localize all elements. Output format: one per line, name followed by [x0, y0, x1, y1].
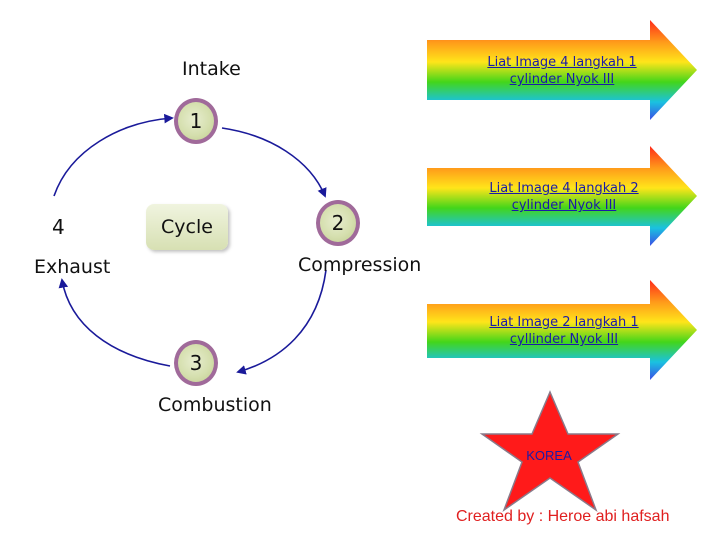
arc-1-to-2: [221, 127, 327, 198]
link-arrow-2[interactable]: Liat Image 4 langkah 2 cylinder Nyok III: [464, 180, 664, 214]
link-arrow-1-line1: Liat Image 4 langkah 1: [487, 55, 637, 70]
stroke-node-3: 3: [174, 340, 218, 386]
link-arrow-3-line2: cyllinder Nyok III: [509, 332, 619, 347]
stroke-node-4: 4: [52, 215, 65, 239]
link-arrow-1-line2: cylinder Nyok III: [509, 72, 615, 87]
link-arrow-3-shape[interactable]: [427, 280, 697, 380]
link-arrow-1-shape[interactable]: [427, 20, 697, 120]
credit-text: Created by : Heroe abi hafsah: [456, 508, 670, 525]
cycle-center-box: Cycle: [146, 204, 228, 250]
star-label: KOREA: [526, 448, 572, 463]
arc-4-to-1: [53, 113, 174, 197]
phase-label-intake: Intake: [182, 58, 241, 80]
phase-label-exhaust: Exhaust: [34, 256, 111, 278]
stroke-node-2: 2: [316, 200, 360, 246]
link-arrow-1[interactable]: Liat Image 4 langkah 1 cylinder Nyok III: [462, 54, 662, 88]
link-arrow-3-line1: Liat Image 2 langkah 1: [489, 315, 639, 330]
phase-label-combustion: Combustion: [158, 394, 272, 416]
stroke-node-1: 1: [174, 98, 218, 144]
link-arrow-2-shape[interactable]: [427, 146, 697, 246]
link-arrow-2-line1: Liat Image 4 langkah 2: [489, 181, 639, 196]
star-shape: [479, 390, 621, 512]
link-arrow-2-line2: cylinder Nyok III: [511, 198, 617, 213]
arc-3-to-4: [58, 278, 171, 367]
arc-2-to-3: [236, 269, 327, 375]
link-arrow-3[interactable]: Liat Image 2 langkah 1 cyllinder Nyok II…: [464, 314, 664, 348]
phase-label-compression: Compression: [298, 254, 422, 276]
